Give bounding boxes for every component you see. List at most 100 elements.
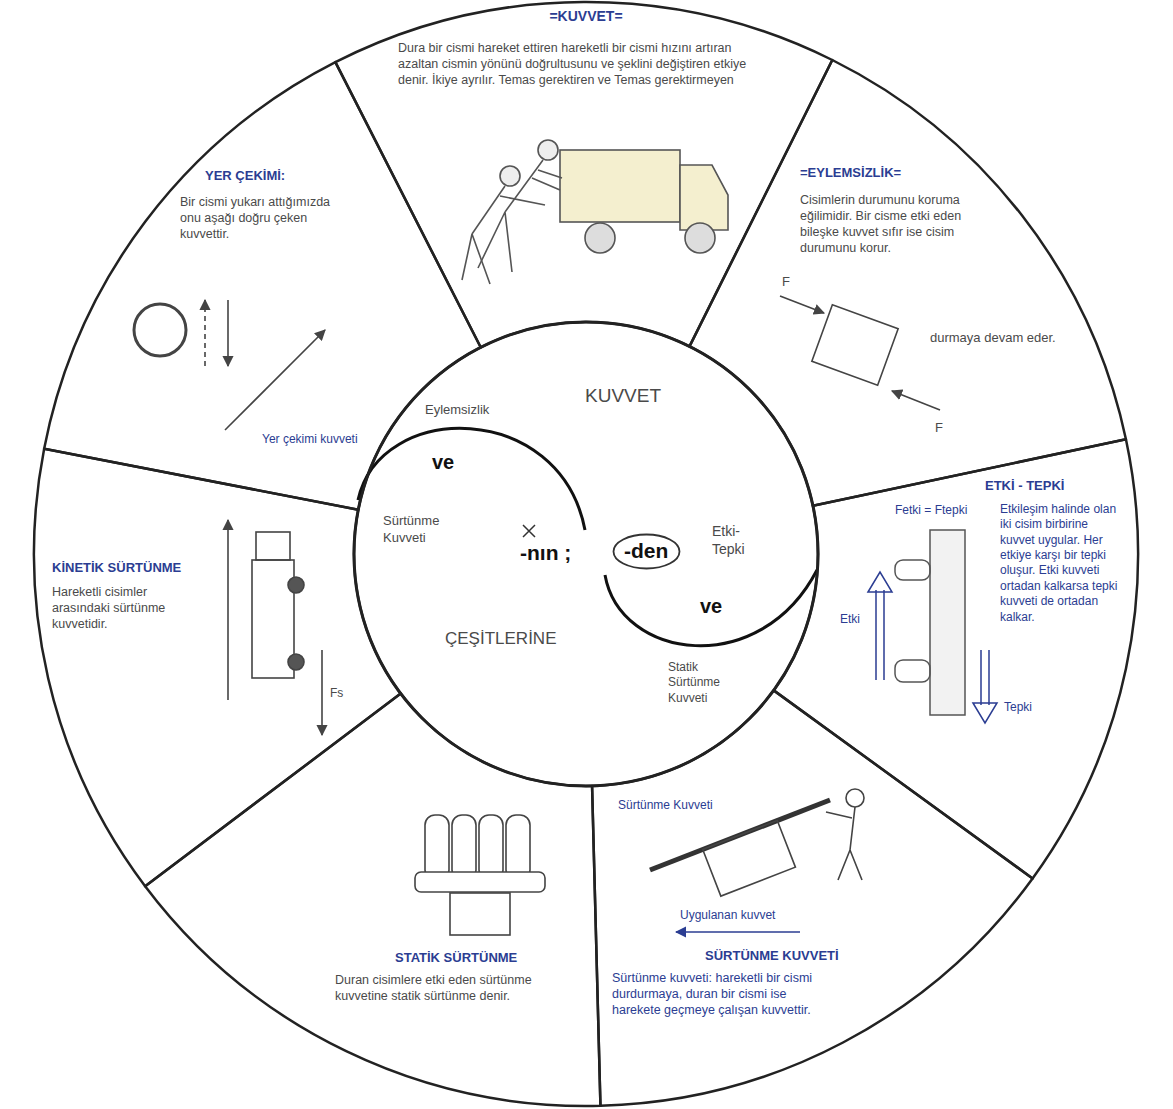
sector-heading: SÜRTÜNME KUVVETİ [705,948,839,965]
circled-suffix: -den [612,533,681,570]
force-arrow [892,391,940,410]
sector-heading: YER ÇEKİMİ: [205,168,285,185]
drawing-label: F [935,420,943,437]
sector: SÜRTÜNME KUVVETİ Sürtünme kuvveti: hareke… [589,687,1036,1109]
sector-heading: ETKİ - TEPKİ [985,478,1064,495]
drawing-label: Fs [330,686,343,701]
sector-shape [34,449,401,887]
sector-body: Dura bir cismi hareket ettiren hareketli… [398,40,774,88]
sector-shape [774,439,1138,878]
inertia-illustration [780,296,940,410]
truck-wheel [288,577,304,593]
person-head [500,166,520,186]
truck-wheel [585,223,615,253]
center-text: Statik Sürtünme Kuvveti [668,660,752,706]
inner-circle [354,322,818,786]
person-body [462,186,545,284]
sector-outline [142,690,604,1109]
sector-shape [335,2,832,347]
finger [452,815,476,880]
finger [425,815,449,880]
person-body [826,807,862,880]
plank [930,530,965,715]
drawing-label: Tepki [1004,700,1032,715]
sector-body: Bir cismi yukarı attığımızda onu aşağı d… [180,194,345,242]
sector-body: Duran cisimlere etki eden sürtünme kuvve… [335,972,575,1004]
sector-shape [145,694,600,1106]
sector-body: Sürtünme kuvveti: hareketli bir cismi du… [612,970,838,1018]
action-reaction-illustration [868,530,997,723]
s-curve-arc [605,570,817,646]
ball [134,304,186,356]
motion-arrow [227,520,229,700]
static-friction-illustration [415,815,545,935]
sector-body: Etkileşim halinde olan iki cisim birbiri… [1000,502,1118,625]
person-head [846,789,864,807]
center-text: ve [432,450,454,476]
truck-bed [560,150,680,222]
center-text: Eylemsizlik [425,402,489,419]
block [450,893,510,935]
block [703,821,796,897]
sector: YER ÇEKİMİ: Bir cismi yukarı attığımızda … [41,59,484,513]
drawing-label: Etki [840,612,860,627]
finger [895,660,930,682]
finger [506,815,530,880]
drawing-label: Yer çekimi kuvveti [262,432,358,447]
gravity-arrow [225,330,325,430]
center-text: Etki- Tepki [712,523,774,559]
sector: ETKİ - TEPKİ Etkileşim halinde olan iki c… [770,436,1141,882]
force-arrow [780,296,824,313]
reaction-arrow [981,650,989,705]
block [812,305,898,385]
truck-cab [256,532,290,560]
drawing-label: durmaya devam eder. [930,330,1056,347]
action-arrow [876,590,884,680]
sector: STATİK SÜRTÜNME Duran cisimlere etki eden… [142,690,604,1109]
kinetic-friction-illustration [228,520,322,735]
friction-arrow [321,650,323,735]
truck-wheel [288,654,304,670]
center-text: ve [700,594,722,620]
reaction-arrow-head [973,703,997,723]
circled-text: -den [624,538,668,565]
drawing-label: Uygulanan kuvvet [680,908,775,923]
gravity-illustration [134,300,325,430]
drawing-label: Sürtünme Kuvveti [618,798,713,813]
sector-body: Hareketli cisimler arasındaki sürtünme k… [52,584,202,632]
fall-arrow [227,300,229,366]
finger [479,815,503,880]
sector: =EYLEMSİZLİK=Cisimlerin durumunu koruma … [686,56,1129,509]
truck-wheel [685,223,715,253]
sector-heading: KİNETİK SÜRTÜNME [52,560,181,577]
center-text: Sürtünme Kuvveti [383,513,478,546]
drawing-label: F [782,274,790,291]
sector: KİNETİK SÜRTÜNME Hareketli cisimler arası… [31,445,404,890]
sector-outline [589,687,1036,1109]
truck-push-illustration [462,140,728,284]
s-curve [358,428,817,645]
drawing-label: Fetki = Ftepki [895,503,967,518]
center-text: -nın ; [520,540,571,567]
finger [895,560,930,580]
cross-mark [523,525,535,537]
center-text: KUVVET [585,384,661,408]
palm [415,872,545,892]
sector-outline [31,445,404,890]
applied-force-arrow [676,931,800,933]
ellipse-shape [614,535,680,569]
truck-cab [680,165,728,230]
center-text: ÇEŞİTLERİNE [445,628,556,650]
sector-heading: =KUVVET= [549,8,622,26]
sector: =KUVVET= Dura bir cismi hareket ettiren h… [332,0,836,351]
action-arrow-head [868,572,892,592]
sector-body: Cisimlerin durumunu koruma eğilimidir. B… [800,192,990,256]
sector-shape [592,690,1033,1105]
sector-shape [690,60,1126,506]
sector-shape [44,62,481,510]
sector-heading: STATİK SÜRTÜNME [395,950,517,967]
person-body [478,160,562,272]
sector-outline [686,56,1129,509]
